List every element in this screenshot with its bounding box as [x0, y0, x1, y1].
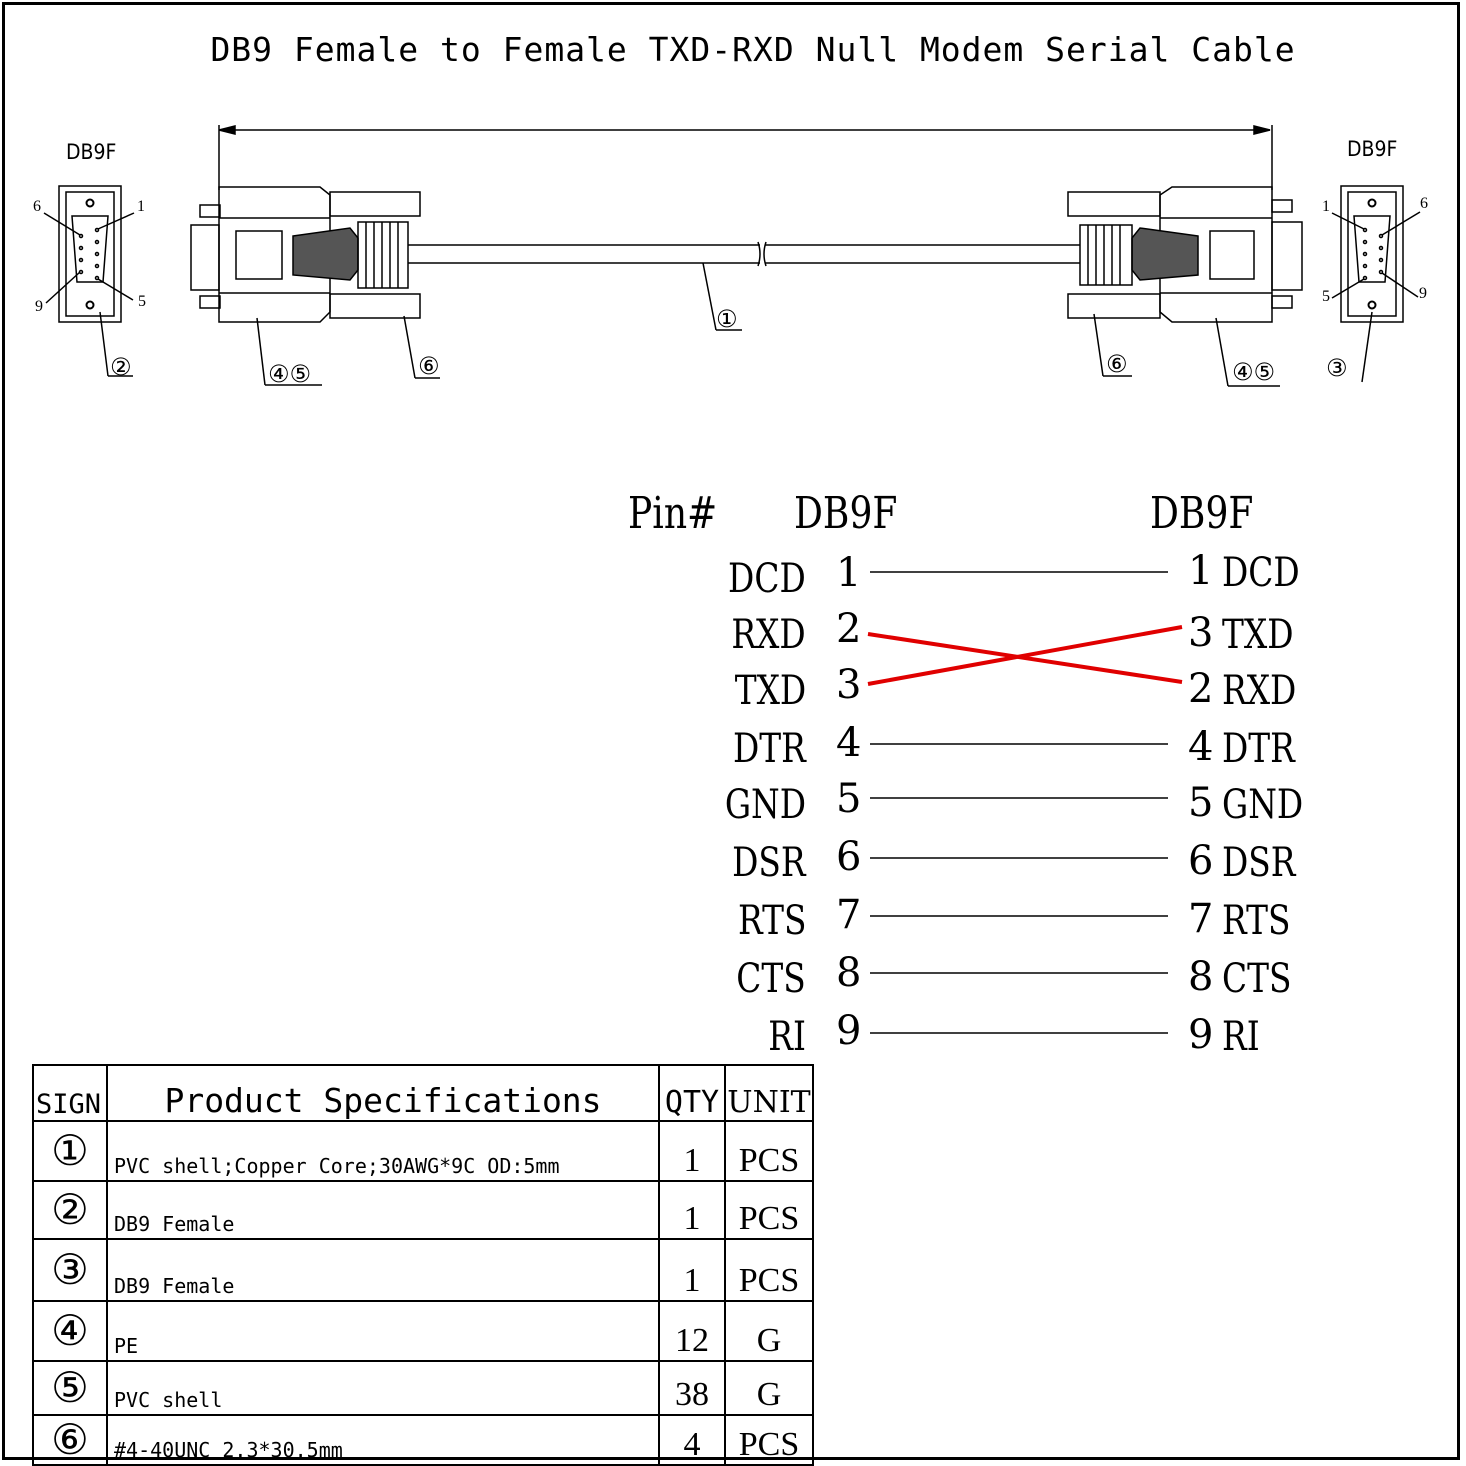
header-spec: Product Specifications — [106, 1064, 660, 1122]
right-signal-name: RTS — [1222, 898, 1291, 944]
left-signal-name: RXD — [731, 612, 806, 658]
right-signal-name: GND — [1222, 782, 1304, 828]
qty-cell: 1 — [658, 1238, 726, 1302]
pinout-header-left: DB9F — [794, 488, 898, 539]
qty-cell: 1 — [658, 1180, 726, 1240]
spec-cell: DB9 Female — [106, 1238, 660, 1302]
unit-cell: PCS — [724, 1120, 814, 1182]
left-pin-number: 1 — [836, 550, 862, 596]
callout-45-left: ④⑤ — [268, 360, 312, 388]
left-pin-number: 7 — [836, 892, 862, 938]
sign-cell: ③ — [32, 1238, 108, 1302]
wire-pin-3 — [867, 625, 1183, 686]
diagram-title: DB9 Female to Female TXD-RXD Null Modem … — [210, 30, 1296, 69]
unit-cell: PCS — [724, 1414, 814, 1466]
wire-pin-2 — [867, 632, 1183, 684]
spec-cell: DB9 Female — [106, 1180, 660, 1240]
qty-cell: 4 — [658, 1414, 726, 1466]
callout-1: ① — [716, 305, 738, 333]
unit-cell: PCS — [724, 1180, 814, 1240]
left-connector-label: DB9F — [66, 140, 117, 164]
left-pin-number: 9 — [836, 1008, 862, 1054]
spec-cell: PE — [106, 1300, 660, 1362]
right-signal-name: TXD — [1222, 612, 1294, 658]
left-db9-face — [58, 185, 122, 323]
header-qty: QTY — [658, 1064, 726, 1122]
pinout-header-pin: Pin# — [628, 488, 718, 539]
pinout-header-right: DB9F — [1150, 488, 1254, 539]
right-pin-5-label: 5 — [1322, 288, 1330, 305]
unit-cell: PCS — [724, 1238, 814, 1302]
left-signal-name: GND — [724, 782, 806, 828]
left-signal-name: DCD — [728, 556, 806, 602]
cable-drawing — [43, 125, 1421, 387]
right-pin-1-label: 1 — [1322, 198, 1330, 215]
right-pin-number: 5 — [1188, 780, 1214, 826]
left-signal-name: DTR — [733, 726, 806, 772]
right-pin-number: 2 — [1188, 666, 1214, 712]
right-pin-number: 9 — [1188, 1012, 1214, 1058]
sign-cell: ② — [32, 1180, 108, 1240]
left-pin-6-label: 6 — [33, 198, 41, 215]
spec-table-header-row: SIGN Product Specifications QTY UNIT — [32, 1064, 814, 1122]
left-pin-1-label: 1 — [137, 198, 145, 215]
sign-cell: ⑤ — [32, 1360, 108, 1416]
left-signal-name: RTS — [737, 898, 806, 944]
header-unit: UNIT — [724, 1064, 814, 1122]
left-signal-name: TXD — [734, 668, 806, 714]
spec-cell: PVC shell;Copper Core;30AWG*9C OD:5mm — [106, 1120, 660, 1182]
right-signal-name: DTR — [1222, 726, 1295, 772]
qty-cell: 1 — [658, 1120, 726, 1182]
right-pin-6-label: 6 — [1420, 195, 1428, 212]
left-pin-9-label: 9 — [35, 298, 43, 315]
right-signal-name: RI — [1222, 1014, 1260, 1060]
unit-cell: G — [724, 1300, 814, 1362]
right-pin-number: 4 — [1188, 724, 1214, 770]
right-signal-name: RXD — [1222, 668, 1297, 714]
left-pin-number: 2 — [836, 606, 862, 652]
callout-3: ③ — [1326, 354, 1348, 382]
sign-cell: ① — [32, 1120, 108, 1182]
unit-cell: G — [724, 1360, 814, 1416]
sign-cell: ④ — [32, 1300, 108, 1362]
left-pin-number: 3 — [836, 662, 862, 708]
right-signal-name: DCD — [1222, 550, 1300, 596]
left-signal-name: DSR — [732, 840, 806, 886]
left-pin-number: 6 — [836, 834, 862, 880]
sign-cell: ⑥ — [32, 1414, 108, 1466]
right-signal-name: DSR — [1222, 840, 1296, 886]
right-pin-number: 8 — [1188, 954, 1214, 1000]
callout-6-left: ⑥ — [418, 352, 440, 380]
right-signal-name: CTS — [1222, 956, 1292, 1002]
callout-45-right: ④⑤ — [1232, 358, 1276, 386]
left-pin-number: 5 — [836, 776, 862, 822]
callout-2: ② — [110, 353, 132, 381]
left-pin-5-label: 5 — [138, 293, 146, 310]
left-signal-name: CTS — [736, 956, 806, 1002]
header-sign: SIGN — [32, 1064, 108, 1122]
right-connector-label: DB9F — [1347, 137, 1398, 161]
right-pin-number: 3 — [1188, 610, 1214, 656]
callout-6-right: ⑥ — [1106, 350, 1128, 378]
left-pin-number: 4 — [836, 720, 862, 766]
spec-cell: PVC shell — [106, 1360, 660, 1416]
left-pin-number: 8 — [836, 950, 862, 996]
spec-cell: #4-40UNC 2.3*30.5mm — [106, 1414, 660, 1466]
left-signal-name: RI — [768, 1014, 806, 1060]
right-pin-number: 6 — [1188, 838, 1214, 884]
right-pin-number: 1 — [1188, 548, 1214, 594]
right-db9-face — [1340, 185, 1404, 323]
qty-cell: 38 — [658, 1360, 726, 1416]
right-pin-number: 7 — [1188, 896, 1214, 942]
qty-cell: 12 — [658, 1300, 726, 1362]
right-pin-9-label: 9 — [1419, 285, 1427, 302]
